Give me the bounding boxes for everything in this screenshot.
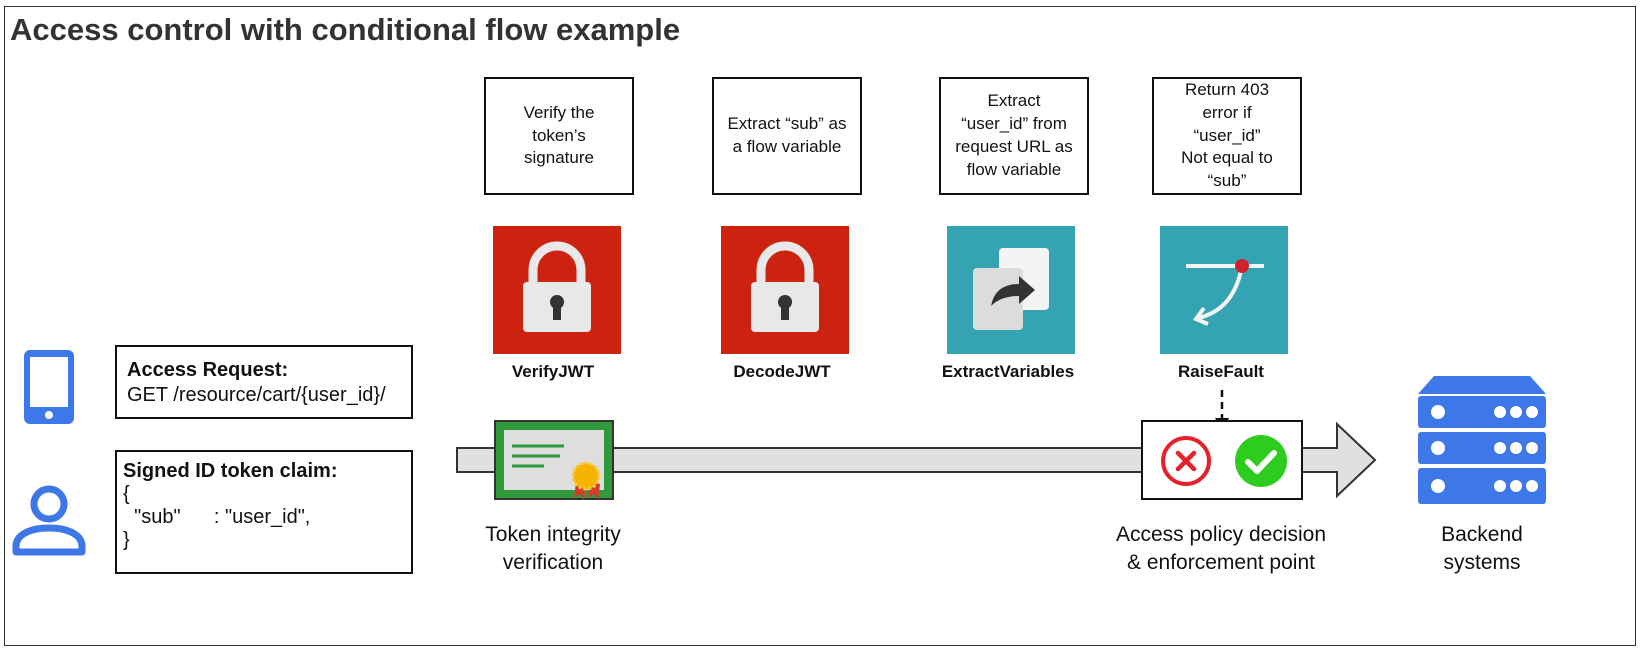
padlock-icon [751,241,819,332]
policy-label-decodejwt: DecodeJWT [733,362,831,381]
policy-label-verifyjwt: VerifyJWT [511,362,595,381]
policy-label-extractvariables: ExtractVariables [941,362,1075,381]
verifyjwt-policy-tile [493,226,621,354]
step-description-raisefault: Return 403 error if “user_id” Not equal … [1152,77,1302,195]
raisefault-policy-tile [1160,226,1288,354]
policy-label-raisefault: RaiseFault [1178,362,1264,381]
deny-x-icon [1161,436,1211,486]
token-claim-line: { [123,483,130,505]
access-request-line: GET /resource/cart/{user_id}/ [127,384,386,406]
extract-pages-icon [973,248,1049,330]
server-stack-icon [1418,376,1546,504]
padlock-icon [523,241,591,332]
decision-point-box [1141,420,1303,500]
token-claim-box: Signed ID token claim: { "sub" : "user_i… [115,450,413,574]
token-verification-caption: Token integrity verification [485,523,621,575]
allow-check-icon [1235,435,1287,487]
smartphone-icon [24,350,74,424]
backend-systems-caption: Backend systems [1441,523,1523,575]
raise-fault-icon [1186,259,1264,326]
diagram-title: Access control with conditional flow exa… [10,12,681,47]
token-claim-heading: Signed ID token claim: [123,460,338,482]
token-claim-line: "sub" : "user_id", [123,506,311,528]
diagram-frame [4,6,1636,646]
step-description-extract: Extract “user_id” from request URL as fl… [939,77,1089,195]
step-description-verify: Verify the token’s signature [484,77,634,195]
extractvariables-policy-tile [947,226,1075,354]
certificate-icon [494,420,614,500]
user-icon [12,485,86,556]
step-description-decode: Extract “sub” as a flow variable [712,77,862,195]
decodejwt-policy-tile [721,226,849,354]
token-claim-line: } [123,529,130,551]
access-request-box: Access Request: GET /resource/cart/{user… [115,345,413,419]
policy-decision-caption: Access policy decision & enforcement poi… [1115,523,1327,575]
access-request-heading: Access Request: [127,359,289,381]
